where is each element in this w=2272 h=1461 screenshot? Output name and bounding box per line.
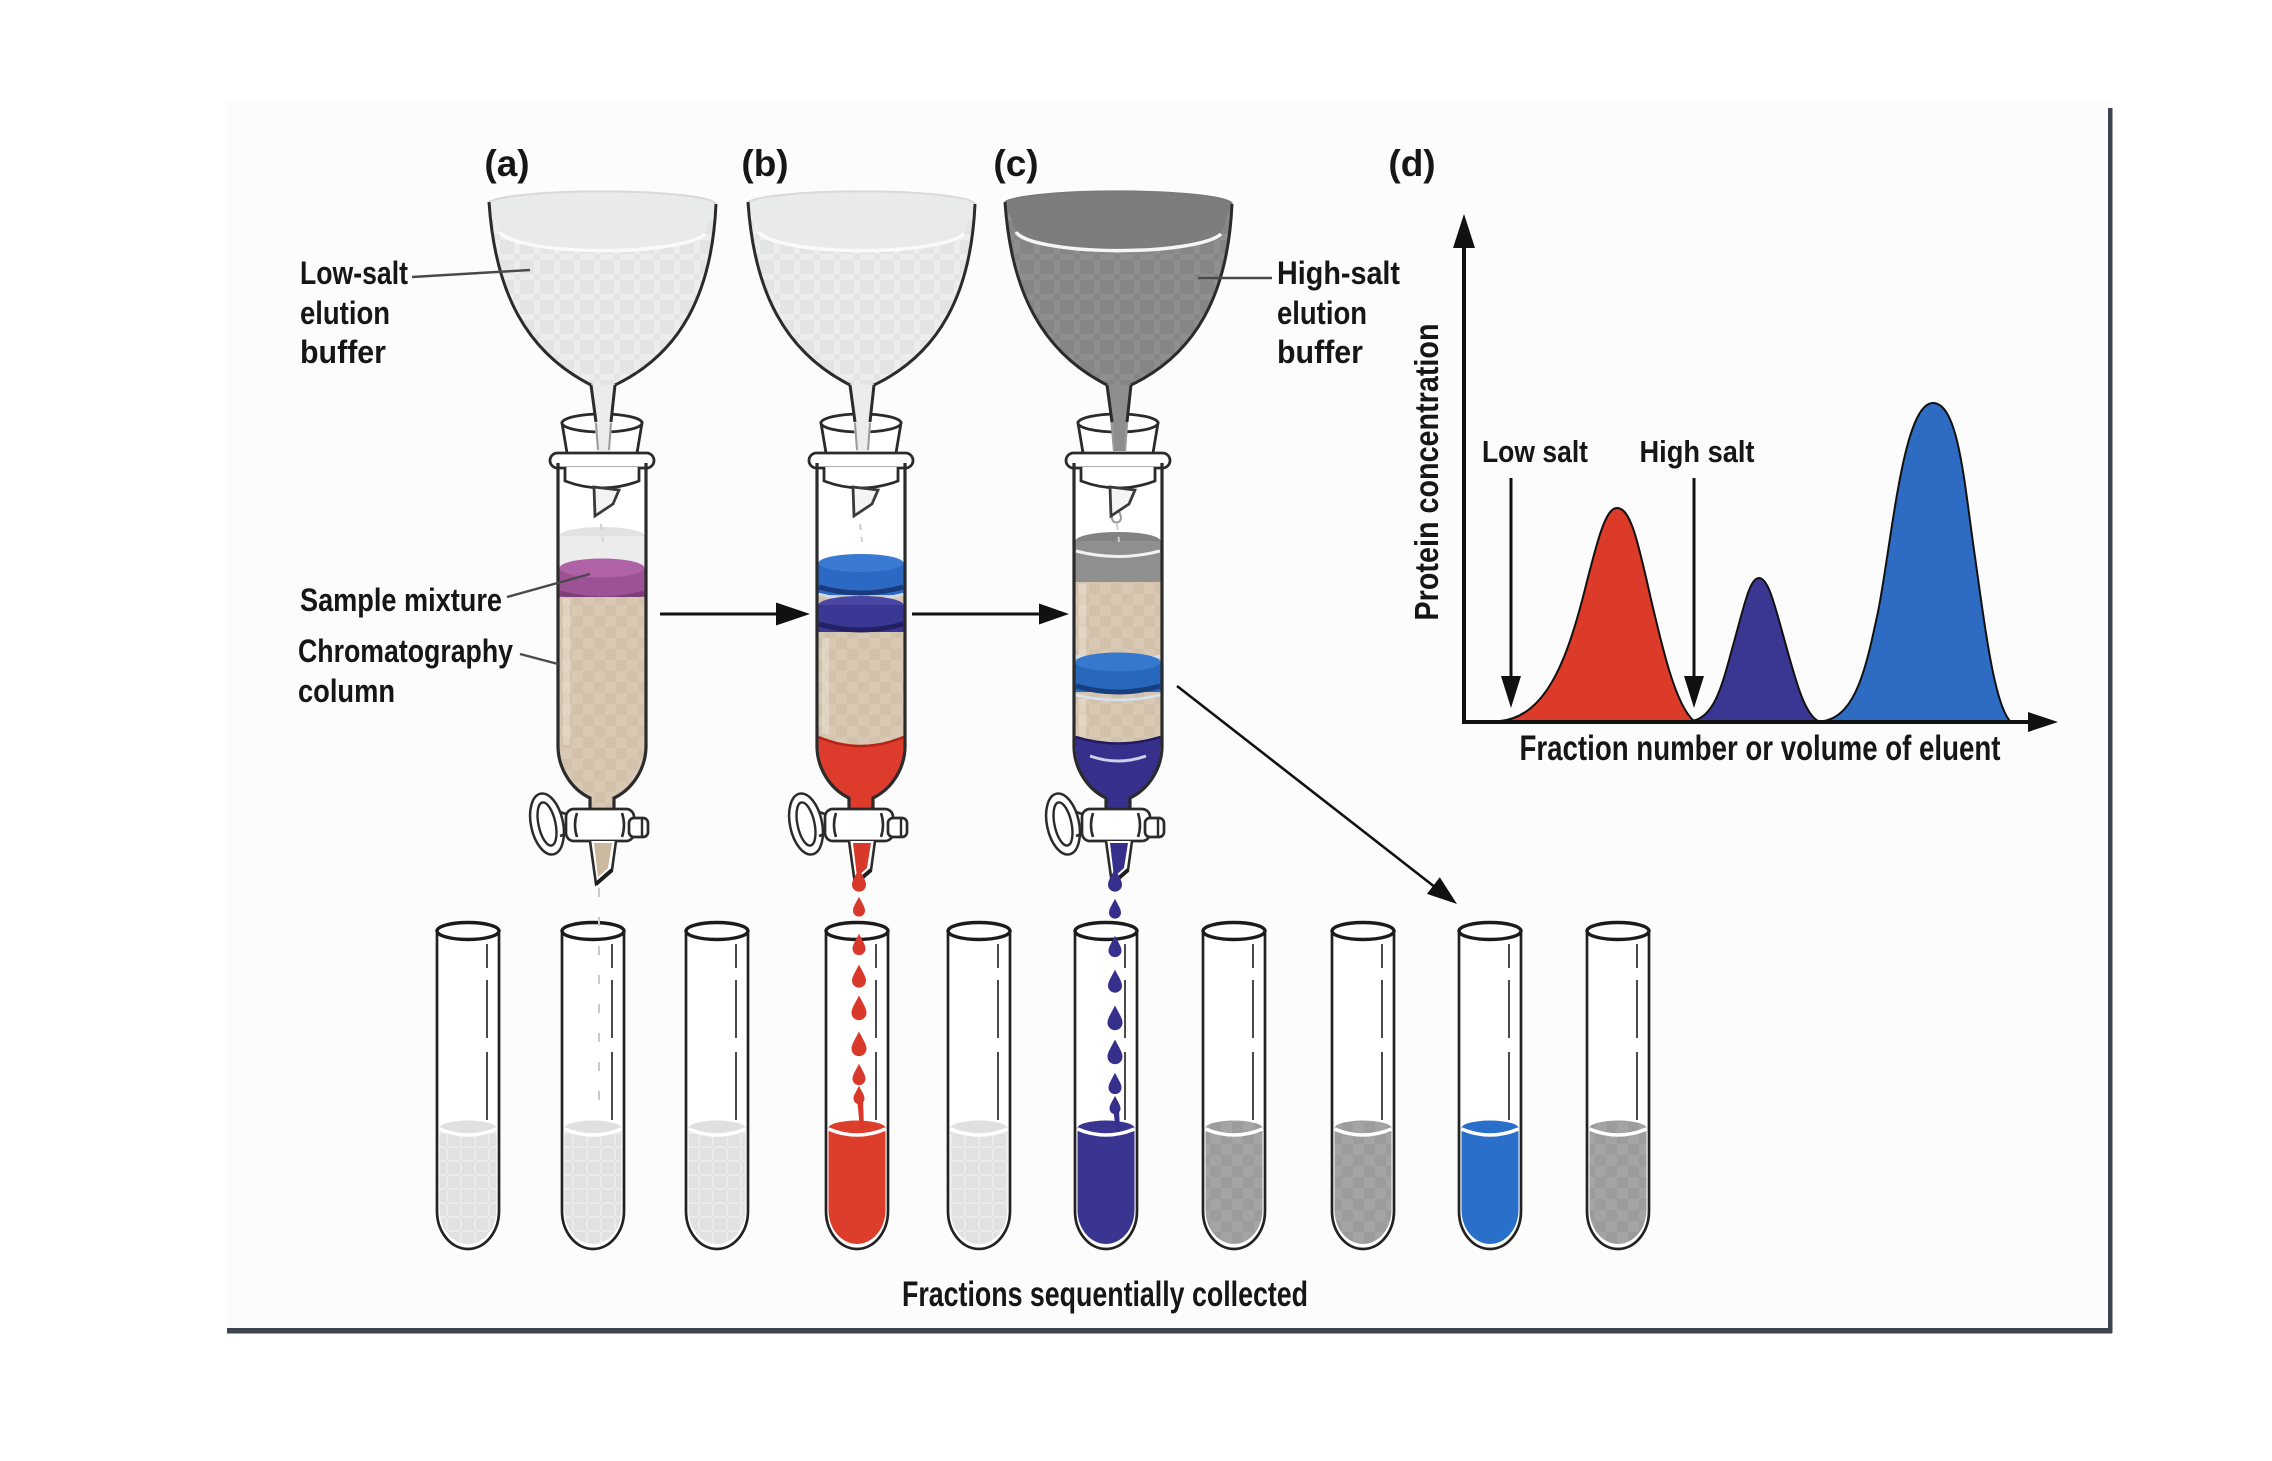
svg-text:Low-salt: Low-salt bbox=[300, 255, 408, 291]
svg-text:Protein concentration: Protein concentration bbox=[1408, 324, 1445, 621]
svg-text:Chromatography: Chromatography bbox=[298, 633, 513, 669]
svg-text:Sample mixture: Sample mixture bbox=[300, 582, 502, 618]
svg-text:column: column bbox=[298, 673, 395, 709]
svg-text:High salt: High salt bbox=[1640, 434, 1755, 469]
svg-text:(d): (d) bbox=[1388, 143, 1435, 184]
svg-text:Fraction number or volume of e: Fraction number or volume of eluent bbox=[1520, 729, 2001, 768]
svg-text:Low salt: Low salt bbox=[1482, 434, 1588, 469]
svg-text:buffer: buffer bbox=[1277, 334, 1363, 370]
svg-text:(b): (b) bbox=[741, 143, 788, 184]
svg-text:High-salt: High-salt bbox=[1277, 255, 1400, 291]
svg-text:(a): (a) bbox=[484, 143, 529, 184]
svg-text:buffer: buffer bbox=[300, 334, 386, 370]
svg-text:elution: elution bbox=[1277, 295, 1367, 331]
svg-text:Fractions sequentially collect: Fractions sequentially collected bbox=[902, 1275, 1308, 1314]
svg-text:(c): (c) bbox=[993, 143, 1038, 184]
svg-text:elution: elution bbox=[300, 295, 390, 331]
